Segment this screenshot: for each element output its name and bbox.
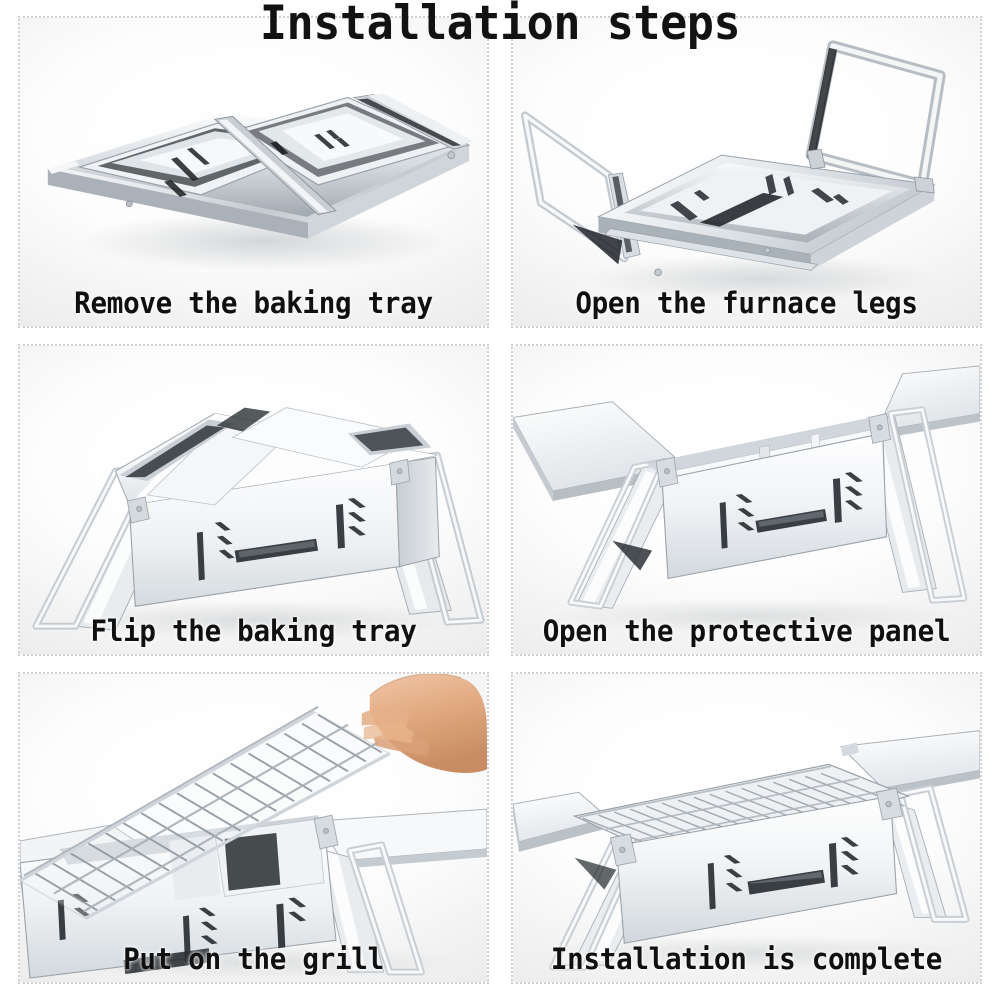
- step-panel-3: Flip the baking tray: [18, 344, 489, 656]
- step-panel-1: Remove the baking tray: [18, 16, 489, 328]
- step-panel-6: Installation is complete: [511, 672, 982, 984]
- step-image-5: [20, 674, 487, 982]
- step-image-3: [20, 346, 487, 654]
- page-title: Installation steps: [259, 0, 741, 51]
- steps-grid: Remove the baking tray: [18, 16, 982, 984]
- step-image-6: [513, 674, 980, 982]
- step-image-2: [513, 18, 980, 326]
- step-image-1: [20, 18, 487, 326]
- step-caption-6: Installation is complete: [550, 942, 943, 976]
- step-caption-2: Open the furnace legs: [575, 286, 918, 320]
- step-caption-1: Remove the baking tray: [74, 286, 433, 320]
- step-image-4: [513, 346, 980, 654]
- step-caption-5: Put on the grill: [123, 942, 384, 976]
- step-caption-3: Flip the baking tray: [90, 614, 417, 648]
- step-panel-4: Open the protective panel: [511, 344, 982, 656]
- step-panel-2: Open the furnace legs: [511, 16, 982, 328]
- step-caption-4: Open the protective panel: [542, 614, 951, 648]
- step-panel-5: Put on the grill: [18, 672, 489, 984]
